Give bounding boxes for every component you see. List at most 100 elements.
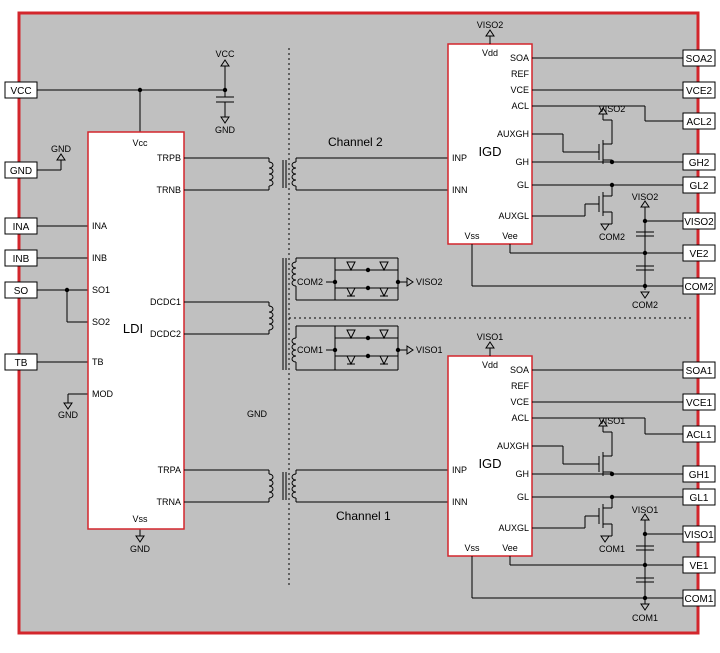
port-gnd: GND bbox=[10, 166, 32, 177]
transformer-channel1 bbox=[184, 469, 448, 503]
igd1-cap-supply-label: VISO1 bbox=[632, 505, 659, 515]
igd1-pin-inn: INN bbox=[452, 497, 468, 507]
igd2-cap-com-label: COM2 bbox=[632, 300, 658, 310]
igd1-pin-ref: REF bbox=[511, 381, 530, 391]
igd2-pin-vdd: Vdd bbox=[482, 48, 498, 58]
center-gnd-label: GND bbox=[247, 409, 268, 419]
igd1-pin-vee: Vee bbox=[502, 543, 518, 553]
igd2-pin-inp: INP bbox=[452, 153, 467, 163]
port-viso1: VISO1 bbox=[684, 530, 714, 541]
igd1-pin-vdd: Vdd bbox=[482, 360, 498, 370]
igd2-vdd-supply-label: VISO2 bbox=[477, 20, 504, 30]
vcc-cap-gnd-label: GND bbox=[215, 125, 236, 135]
igd2-auxgh-supply-label: VISO2 bbox=[599, 104, 626, 114]
ldi-pin-so1: SO1 bbox=[92, 285, 110, 295]
igd2-pin-auxgl: AUXGL bbox=[498, 211, 529, 221]
igd1-cap-com-label: COM1 bbox=[632, 613, 658, 623]
port-ina: INA bbox=[13, 222, 30, 233]
rectifier-viso1 bbox=[296, 325, 414, 371]
ldi-pin-dcdc2: DCDC2 bbox=[150, 329, 181, 339]
rectifier-viso2 bbox=[296, 257, 414, 301]
igd2-wiring bbox=[471, 29, 683, 299]
ldi-pin-trna: TRNA bbox=[157, 497, 182, 507]
port-vcc: VCC bbox=[10, 86, 31, 97]
port-acl1: ACL1 bbox=[686, 430, 711, 441]
ldi-pin-trpa: TRPA bbox=[158, 465, 181, 475]
igd1-title: IGD bbox=[478, 456, 501, 471]
igd1-pin-soa: SOA bbox=[510, 365, 529, 375]
port-acl2: ACL2 bbox=[686, 117, 711, 128]
port-soa2: SOA2 bbox=[686, 54, 713, 65]
igd1-auxgl-com-label: COM1 bbox=[599, 544, 625, 554]
left-wiring bbox=[4, 59, 234, 543]
igd2-pin-vee: Vee bbox=[502, 231, 518, 241]
channel2-label: Channel 2 bbox=[328, 135, 383, 149]
igd2-pin-soa: SOA bbox=[510, 53, 529, 63]
port-gl1: GL1 bbox=[690, 493, 709, 504]
igd2-title: IGD bbox=[478, 144, 501, 159]
rect1-com-label: COM1 bbox=[297, 345, 323, 355]
ldi-pin-inb: INB bbox=[92, 253, 107, 263]
port-ve2: VE2 bbox=[690, 249, 709, 260]
igd2-pin-acl: ACL bbox=[511, 101, 529, 111]
igd1-pin-vss: Vss bbox=[464, 543, 480, 553]
igd1-auxgh-supply-label: VISO1 bbox=[599, 416, 626, 426]
igd1-pin-gh: GH bbox=[516, 469, 530, 479]
port-gh1: GH1 bbox=[689, 470, 710, 481]
ldi-pin-ina: INA bbox=[92, 221, 107, 231]
igd2-block bbox=[447, 43, 533, 245]
igd1-pin-gl: GL bbox=[517, 492, 529, 502]
ldi-title: LDI bbox=[123, 321, 143, 336]
igd1-wiring bbox=[471, 341, 683, 611]
gnd-port-symbol-label: GND bbox=[51, 144, 72, 154]
port-gh2: GH2 bbox=[689, 158, 710, 169]
ldi-pin-vcc: Vcc bbox=[132, 138, 148, 148]
igd2-pin-vce: VCE bbox=[510, 85, 529, 95]
ldi-block bbox=[87, 131, 185, 530]
igd1-pin-vce: VCE bbox=[510, 397, 529, 407]
port-tb: TB bbox=[15, 358, 28, 369]
ldi-pin-so2: SO2 bbox=[92, 317, 110, 327]
port-inb: INB bbox=[13, 254, 30, 265]
port-gl2: GL2 bbox=[690, 181, 709, 192]
vcc-supply-label: VCC bbox=[215, 49, 235, 59]
port-soa1: SOA1 bbox=[686, 366, 713, 377]
ldi-pin-vss: Vss bbox=[132, 514, 148, 524]
ldi-pin-tb: TB bbox=[92, 357, 104, 367]
igd2-pin-gh: GH bbox=[516, 157, 530, 167]
port-boxes bbox=[4, 49, 716, 607]
port-viso2: VISO2 bbox=[684, 217, 714, 228]
port-vce1: VCE1 bbox=[686, 398, 713, 409]
port-vce2: VCE2 bbox=[686, 86, 713, 97]
igd1-pin-inp: INP bbox=[452, 465, 467, 475]
ldi-pin-trpb: TRPB bbox=[157, 153, 181, 163]
rect2-output-label: VISO2 bbox=[416, 277, 443, 287]
ldi-pin-mod: MOD bbox=[92, 389, 113, 399]
igd2-pin-gl: GL bbox=[517, 180, 529, 190]
ldi-gnd-label: GND bbox=[130, 544, 151, 554]
ldi-pin-trnb: TRNB bbox=[157, 185, 182, 195]
port-com1: COM1 bbox=[685, 594, 714, 605]
igd2-auxgl-com-label: COM2 bbox=[599, 232, 625, 242]
rect2-com-label: COM2 bbox=[297, 277, 323, 287]
igd2-cap-supply-label: VISO2 bbox=[632, 192, 659, 202]
igd1-pin-auxgl: AUXGL bbox=[498, 523, 529, 533]
igd1-pin-auxgh: AUXGH bbox=[497, 441, 529, 451]
ldi-pin-dcdc1: DCDC1 bbox=[150, 297, 181, 307]
igd2-pin-vss: Vss bbox=[464, 231, 480, 241]
rect1-output-label: VISO1 bbox=[416, 345, 443, 355]
port-com2: COM2 bbox=[685, 282, 714, 293]
igd1-pin-acl: ACL bbox=[511, 413, 529, 423]
mod-gnd-label: GND bbox=[58, 410, 79, 420]
igd1-vdd-supply-label: VISO1 bbox=[477, 332, 504, 342]
igd2-pin-ref: REF bbox=[511, 69, 530, 79]
igd2-pin-auxgh: AUXGH bbox=[497, 129, 529, 139]
port-ve1: VE1 bbox=[690, 561, 709, 572]
dcdc-transformer bbox=[184, 258, 297, 370]
igd2-pin-inn: INN bbox=[452, 185, 468, 195]
channel1-label: Channel 1 bbox=[336, 509, 391, 523]
igd1-block bbox=[447, 355, 533, 557]
transformer-channel2 bbox=[184, 157, 448, 191]
port-so: SO bbox=[14, 286, 29, 297]
